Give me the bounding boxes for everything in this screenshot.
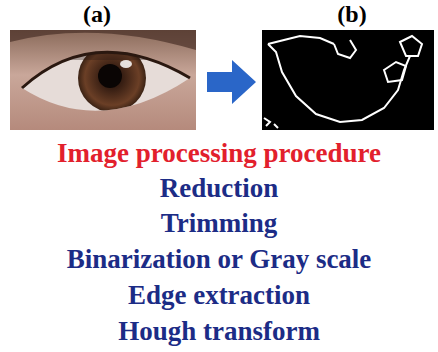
- process-arrow: [207, 60, 256, 104]
- procedure-step: Binarization or Gray scale: [67, 243, 372, 275]
- lid-edge: [334, 40, 356, 58]
- eyelid-shadow: [10, 30, 196, 50]
- panel-label: (b): [337, 0, 366, 29]
- lid-shade: [22, 52, 190, 88]
- edge-image: [262, 30, 434, 130]
- procedure-title: Image processing procedure: [57, 137, 381, 169]
- procedure-step: Trimming: [161, 207, 278, 239]
- procedure-step: Reduction: [160, 172, 279, 204]
- pupil: [98, 64, 122, 88]
- procedure-step: Edge extraction: [128, 279, 310, 311]
- lid-edge: [268, 36, 334, 44]
- highlight-edge: [384, 62, 406, 82]
- highlight-edge: [400, 36, 422, 56]
- eye-photo: [10, 30, 196, 130]
- panel-label: (a): [83, 0, 111, 29]
- skin-area: [10, 30, 196, 130]
- highlight: [120, 60, 132, 68]
- noise-edge: [264, 118, 278, 128]
- procedure-step: Hough transform: [118, 315, 320, 347]
- edge-image-ground: [262, 30, 434, 130]
- iris-edge: [268, 44, 410, 122]
- lash-line: [22, 52, 190, 88]
